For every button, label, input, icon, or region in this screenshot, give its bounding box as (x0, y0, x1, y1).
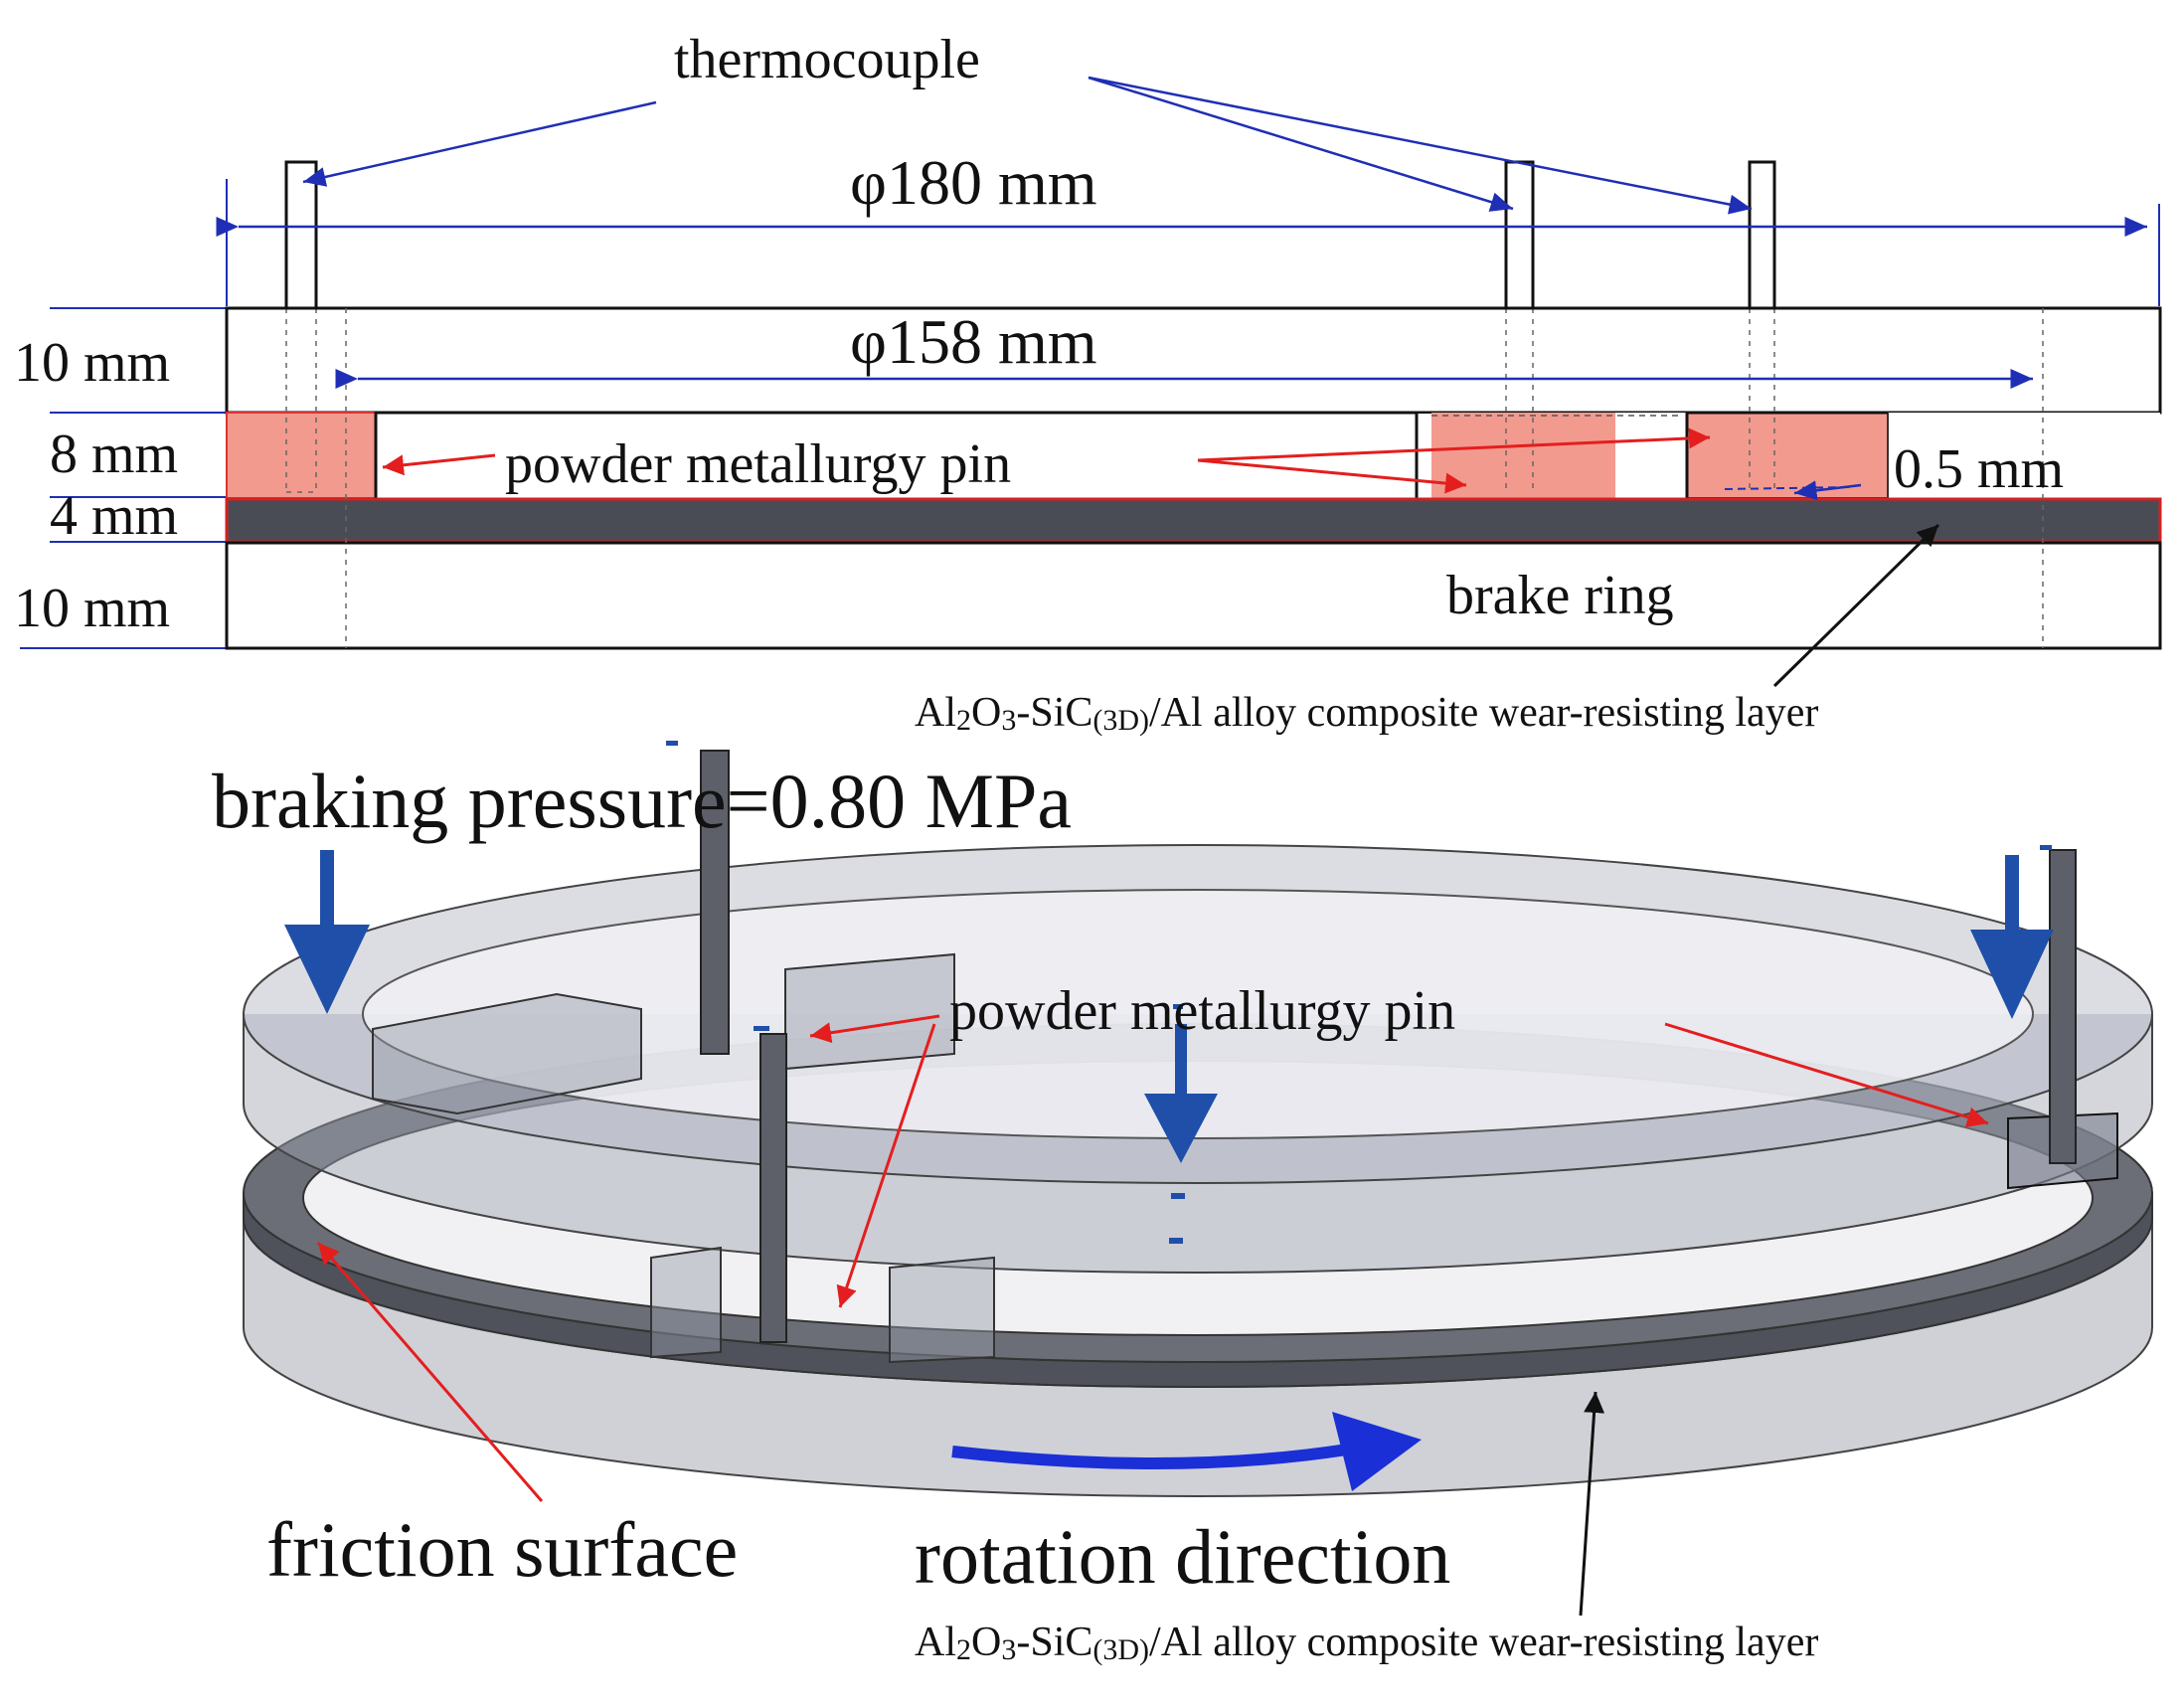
pin-label-3d: powder metallurgy pin (949, 980, 1455, 1042)
layer-caption-top: Al2O3-SiC(3D)/Al alloy composite wear-re… (915, 690, 1818, 737)
dim-180-label: φ180 mm (850, 147, 1097, 218)
brake-ring-label: brake ring (1446, 565, 1674, 626)
upper-plate (225, 306, 2162, 415)
brake-ring-body (225, 541, 2162, 650)
pin-block-center-back (784, 952, 955, 1071)
pin-block-front-left (650, 1246, 722, 1359)
rotation-label: rotation direction (915, 1513, 1450, 1600)
thermocouple-rod-center (759, 1033, 787, 1343)
layer-caption-bottom: Al2O3-SiC(3D)/Al alloy composite wear-re… (915, 1620, 1818, 1666)
pin-block-left (372, 992, 642, 1115)
pressure-label: braking pressure=0.80 MPa (212, 758, 1072, 844)
thermocouple-left (284, 160, 318, 310)
thermocouple-right (1748, 160, 1776, 310)
cross-section-view: thermocouple φ180 mm φ158 mm 10 mm 8 mm … (14, 29, 2162, 737)
gap-label: 0.5 mm (1894, 438, 2064, 500)
thickness-10-bottom: 10 mm (14, 578, 170, 639)
pressure-arrow-left (284, 850, 370, 1014)
pin-right (1686, 412, 1889, 499)
rotation-arrow-head (1332, 1412, 1422, 1491)
thermocouple-rod-left (700, 750, 730, 1055)
pin-block-front (889, 1256, 995, 1364)
thermocouple-rod-right (2049, 849, 2077, 1164)
rotation-arrow-body (951, 1444, 1348, 1469)
pressure-arrow-right (1970, 855, 2054, 1019)
thermocouple-label: thermocouple (674, 29, 980, 90)
dim-158-label: φ158 mm (850, 306, 1097, 377)
thermocouple-middle (1504, 160, 1535, 310)
pressure-arrow-center (1144, 1024, 1218, 1163)
pin-label-top: powder metallurgy pin (505, 433, 1011, 495)
wear-layer (225, 497, 2162, 544)
thickness-4: 4 mm (50, 485, 178, 547)
friction-label: friction surface (266, 1506, 738, 1593)
thickness-8: 8 mm (50, 424, 178, 485)
isometric-view: braking pressure=0.80 MPa powder metallu… (212, 741, 2153, 1666)
thickness-10-top: 10 mm (14, 332, 170, 394)
pin-left (226, 412, 377, 499)
